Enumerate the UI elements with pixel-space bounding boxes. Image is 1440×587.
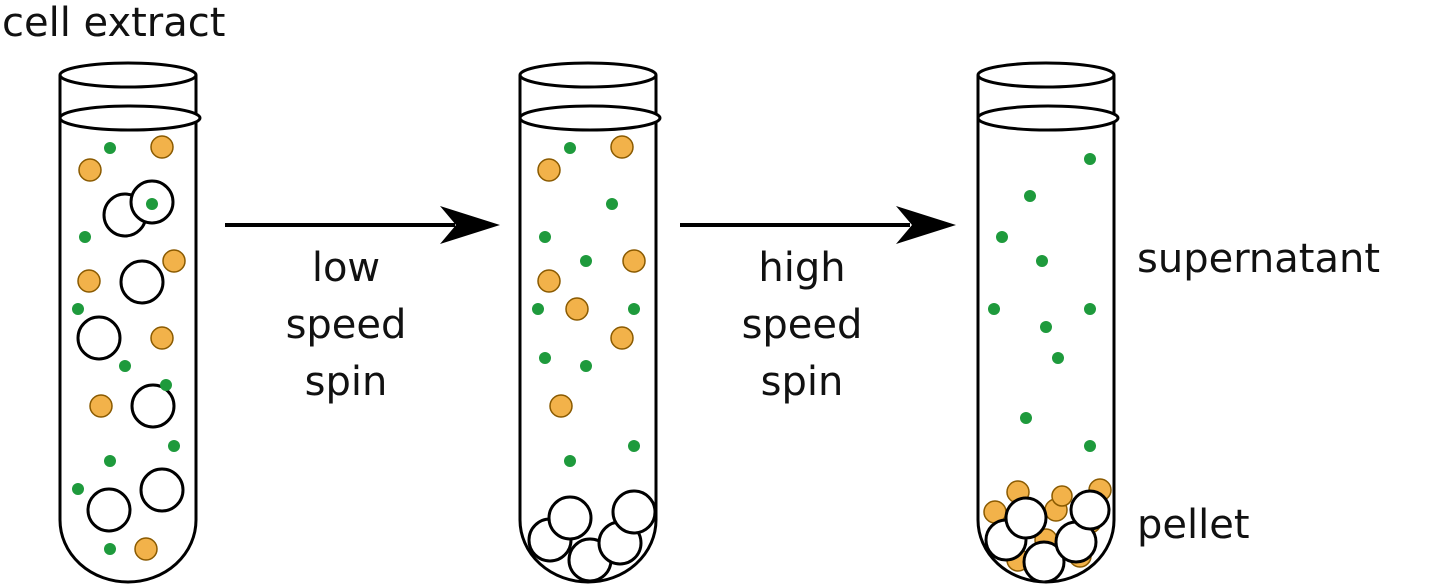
supernatant-label: supernatant — [1137, 236, 1380, 282]
medium-particles — [537, 135, 646, 418]
pellet-label: pellet — [1137, 502, 1250, 548]
small-particles — [72, 142, 180, 555]
tube-body — [58, 75, 198, 584]
tube-top-rim — [518, 61, 658, 89]
step1-line2: speed — [286, 302, 407, 348]
tube-top-rim — [976, 61, 1116, 89]
step2-line3: spin — [761, 359, 844, 405]
pellet-mixed-particles — [983, 478, 1112, 582]
step2-line2: speed — [742, 302, 863, 348]
tube-cell-extract — [58, 61, 202, 584]
tube-liquid-surface — [976, 104, 1120, 132]
pellet-large-particles — [527, 489, 656, 582]
step1-line1: low — [312, 245, 380, 291]
tube-top-rim — [58, 61, 198, 89]
cell-extract-label: cell extract — [2, 0, 225, 46]
medium-particles — [77, 135, 186, 561]
large-particles — [76, 179, 185, 533]
arrow-step-1 — [225, 206, 500, 244]
tube-liquid-surface — [58, 104, 202, 132]
small-particles — [988, 153, 1096, 452]
step1-line3: spin — [305, 359, 388, 405]
arrow-step-2 — [680, 206, 956, 244]
tube-liquid-surface — [518, 104, 662, 132]
tube-after-low-speed — [518, 61, 662, 584]
small-particles — [532, 142, 640, 467]
tube-body — [518, 75, 658, 584]
tube-after-high-speed — [976, 61, 1120, 584]
step2-line1: high — [758, 245, 845, 291]
